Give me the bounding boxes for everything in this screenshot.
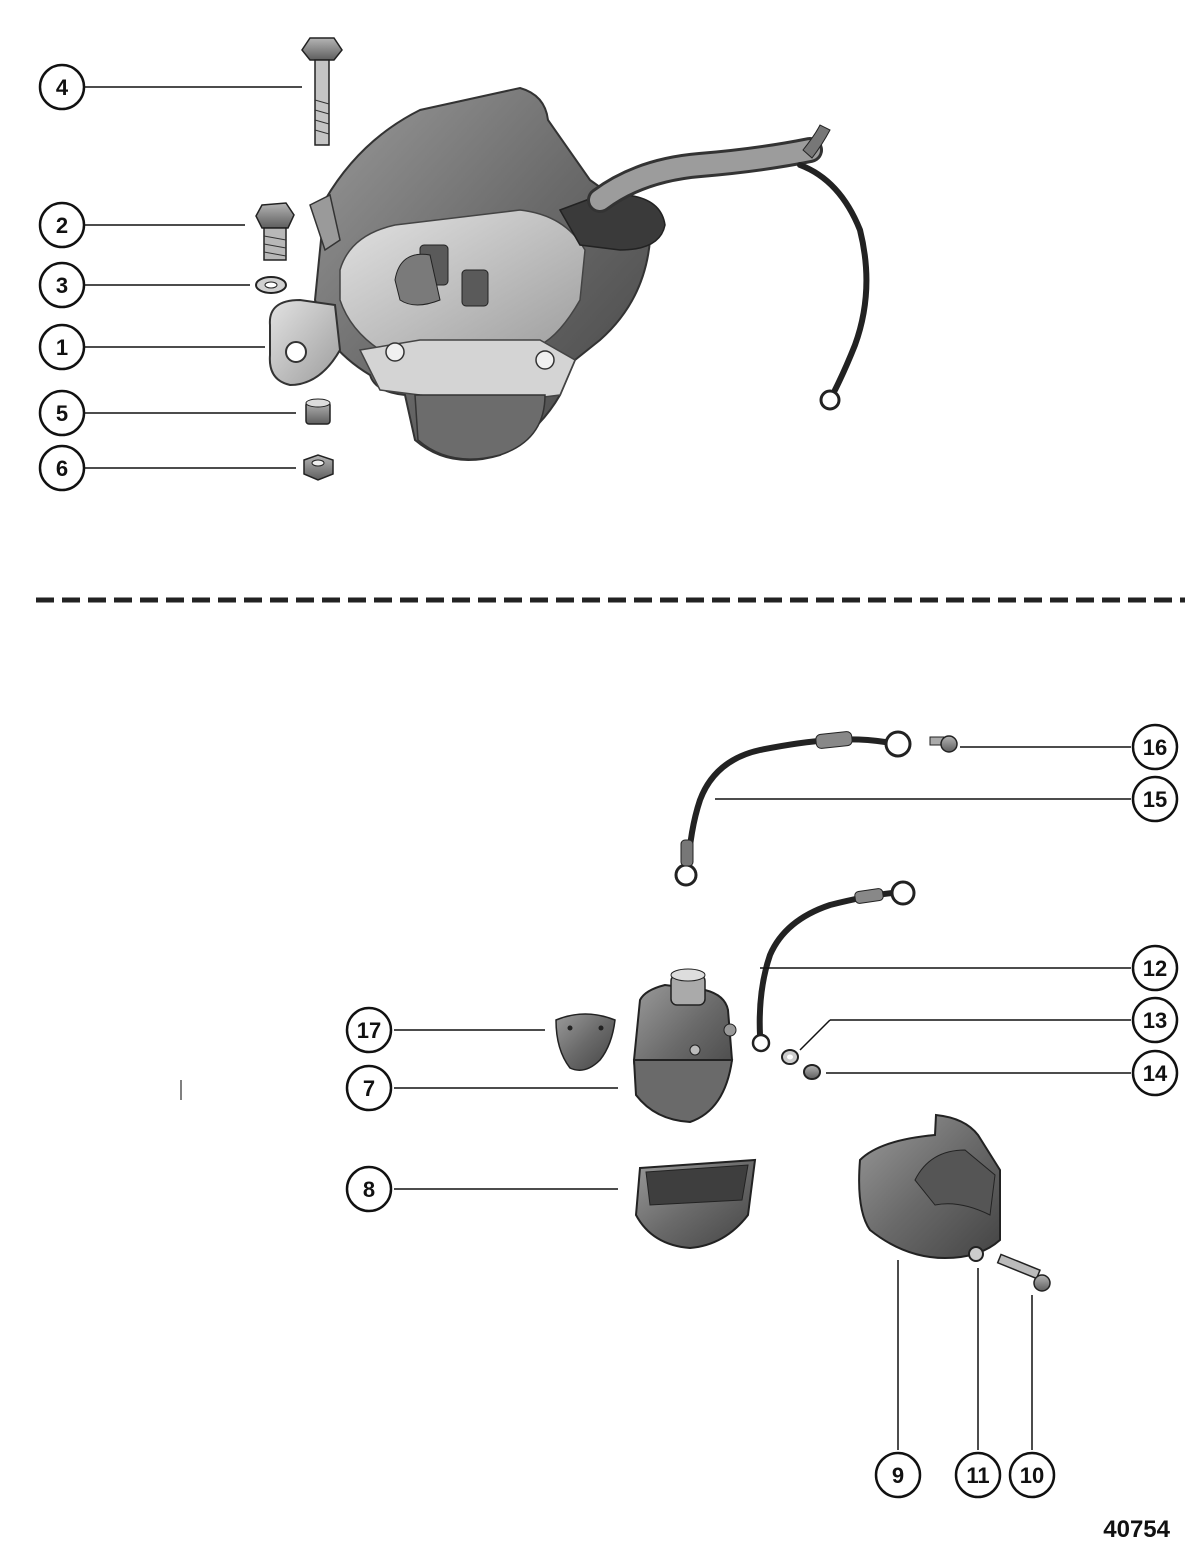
callout-6-label: 6 — [56, 456, 68, 481]
callout-13-label: 13 — [1143, 1008, 1167, 1033]
screw-part-16 — [929, 735, 958, 753]
callout-15-label: 15 — [1143, 787, 1167, 812]
callout-14-label: 14 — [1143, 1061, 1168, 1086]
callout-17-label: 17 — [357, 1018, 381, 1043]
callout-14: 14 — [1131, 1049, 1179, 1097]
callout-7-label: 7 — [363, 1076, 375, 1101]
solenoid-part-7 — [632, 968, 737, 1124]
callout-7: 7 — [345, 1064, 393, 1112]
plate-part-17 — [555, 1013, 616, 1071]
callout-8: 8 — [345, 1165, 393, 1213]
cover-part-8 — [634, 1158, 757, 1250]
callout-15: 15 — [1131, 775, 1179, 823]
lockwasher-part-3 — [255, 276, 287, 294]
callout-2-label: 2 — [56, 213, 68, 238]
reference-number: 40754 — [1103, 1516, 1170, 1543]
cable-part-12 — [751, 880, 916, 1053]
bolt-part-4 — [301, 37, 343, 146]
cable-part-15 — [674, 730, 912, 887]
callout-17: 17 — [345, 1006, 393, 1054]
washer-part-11 — [968, 1246, 984, 1262]
boot-part-9 — [858, 1113, 1001, 1260]
callout-13: 13 — [1131, 996, 1179, 1044]
callout-9: 9 — [874, 1451, 922, 1499]
screw-part-10 — [996, 1253, 1051, 1292]
washer-part-13 — [781, 1049, 799, 1065]
callout-3-label: 3 — [56, 273, 68, 298]
callout-8-label: 8 — [363, 1177, 375, 1202]
callout-11: 11 — [954, 1451, 1002, 1499]
callout-16: 16 — [1131, 723, 1179, 771]
callout-5-label: 5 — [56, 401, 68, 426]
callout-5: 5 — [38, 389, 86, 437]
callout-6: 6 — [38, 444, 86, 492]
callout-1: 1 — [38, 323, 86, 371]
callout-1-label: 1 — [56, 335, 68, 360]
callout-10-label: 10 — [1020, 1463, 1044, 1488]
spacer-part-5 — [305, 398, 331, 425]
callout-10: 10 — [1008, 1451, 1056, 1499]
callout-4-label: 4 — [56, 75, 69, 100]
callout-3: 3 — [38, 261, 86, 309]
screw-part-2 — [255, 202, 295, 261]
callout-4: 4 — [38, 63, 86, 111]
callout-9-label: 9 — [892, 1463, 904, 1488]
callout-11-label: 11 — [966, 1463, 989, 1488]
nut-part-14 — [803, 1064, 821, 1080]
callout-12: 12 — [1131, 944, 1179, 992]
callout-2: 2 — [38, 201, 86, 249]
starter-solenoid-assembly — [268, 86, 870, 461]
callout-12-label: 12 — [1143, 956, 1167, 981]
nut-part-6 — [303, 454, 334, 481]
callout-16-label: 16 — [1143, 735, 1167, 760]
leader-lines — [84, 86, 1131, 1450]
